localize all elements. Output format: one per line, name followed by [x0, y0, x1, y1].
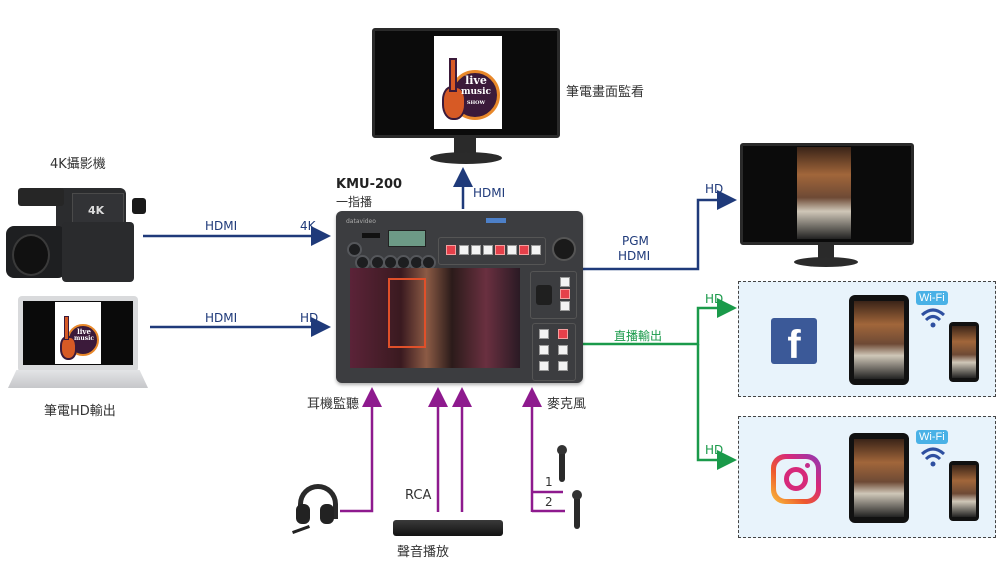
- face-tracking-box: [388, 278, 426, 348]
- 4k-mark: 4K: [88, 204, 105, 217]
- device-model: KMU-200: [336, 177, 403, 192]
- facebook-stream-panel: f Wi-Fi: [738, 281, 996, 397]
- kmu-200-switcher: datavideo: [336, 211, 583, 383]
- wifi-icon: [920, 447, 946, 467]
- pgm-label-line1: PGM: [622, 234, 649, 248]
- wifi-icon: [920, 308, 946, 328]
- mic-channel-1: 1: [545, 475, 553, 489]
- wifi-badge: Wi-Fi: [916, 430, 948, 444]
- facebook-resolution-label: HD: [705, 292, 724, 306]
- poster-line2: music: [460, 86, 492, 97]
- microphone-label: 麥克風: [547, 397, 587, 412]
- tablet: [849, 433, 909, 523]
- instagram-icon: [771, 454, 821, 504]
- laptop-label: 筆電HD輸出: [44, 404, 116, 419]
- tablet: [849, 295, 909, 385]
- audio-player: [393, 520, 503, 536]
- headphones: [290, 484, 340, 542]
- audio-player-label: 聲音播放: [397, 545, 450, 560]
- pgm-label-line2: HDMI: [618, 249, 651, 263]
- laptop-poster: live music: [55, 302, 101, 364]
- poster-line3: SHOW: [466, 99, 486, 106]
- pgm-hdmi-line: [583, 190, 737, 271]
- pgm-monitor: [740, 143, 916, 269]
- laptop-poster-line1: live: [77, 327, 91, 336]
- camera-resolution-label: 4K: [300, 219, 316, 233]
- laptop-resolution-label: HD: [300, 311, 319, 325]
- 4k-camera: 4K: [6, 178, 146, 288]
- camera-label: 4K攝影機: [50, 157, 106, 172]
- device-preview-screen: [350, 268, 520, 368]
- device-brand: datavideo: [346, 218, 376, 225]
- instagram-stream-panel: Wi-Fi: [738, 416, 996, 538]
- poster-line1: live: [465, 74, 487, 87]
- laptop-poster-line2: music: [73, 335, 95, 343]
- pgm-resolution-label: HD: [705, 182, 724, 196]
- phone: [949, 461, 979, 521]
- headphone-line: [340, 387, 382, 513]
- facebook-icon: f: [771, 318, 817, 367]
- headphones-label: 耳機監聽: [307, 397, 360, 412]
- laptop-cable-label: HDMI: [205, 311, 238, 325]
- instagram-resolution-label: HD: [705, 443, 724, 457]
- monitor-cable-label: HDMI: [473, 186, 506, 200]
- wifi-badge: Wi-Fi: [916, 291, 948, 305]
- performer-photo: [797, 147, 851, 239]
- laptop: live music: [8, 296, 148, 396]
- rca-label: RCA: [405, 488, 432, 503]
- microphone-1: [557, 445, 567, 483]
- stream-line-facebook: [583, 298, 737, 346]
- live-music-poster: live music SHOW: [434, 36, 502, 129]
- camera-cable-label: HDMI: [205, 219, 238, 233]
- joystick[interactable]: [552, 237, 576, 261]
- live-stream-label: 直播輸出: [614, 329, 663, 343]
- laptop-view-monitor: live music SHOW: [372, 28, 560, 168]
- laptop-monitor-label: 筆電畫面監看: [566, 85, 645, 100]
- mic-channel-2: 2: [545, 495, 553, 509]
- device-subtitle: 一指播: [336, 195, 373, 209]
- phone: [949, 322, 979, 382]
- stream-line-instagram: [696, 344, 737, 470]
- microphone-2: [572, 490, 582, 530]
